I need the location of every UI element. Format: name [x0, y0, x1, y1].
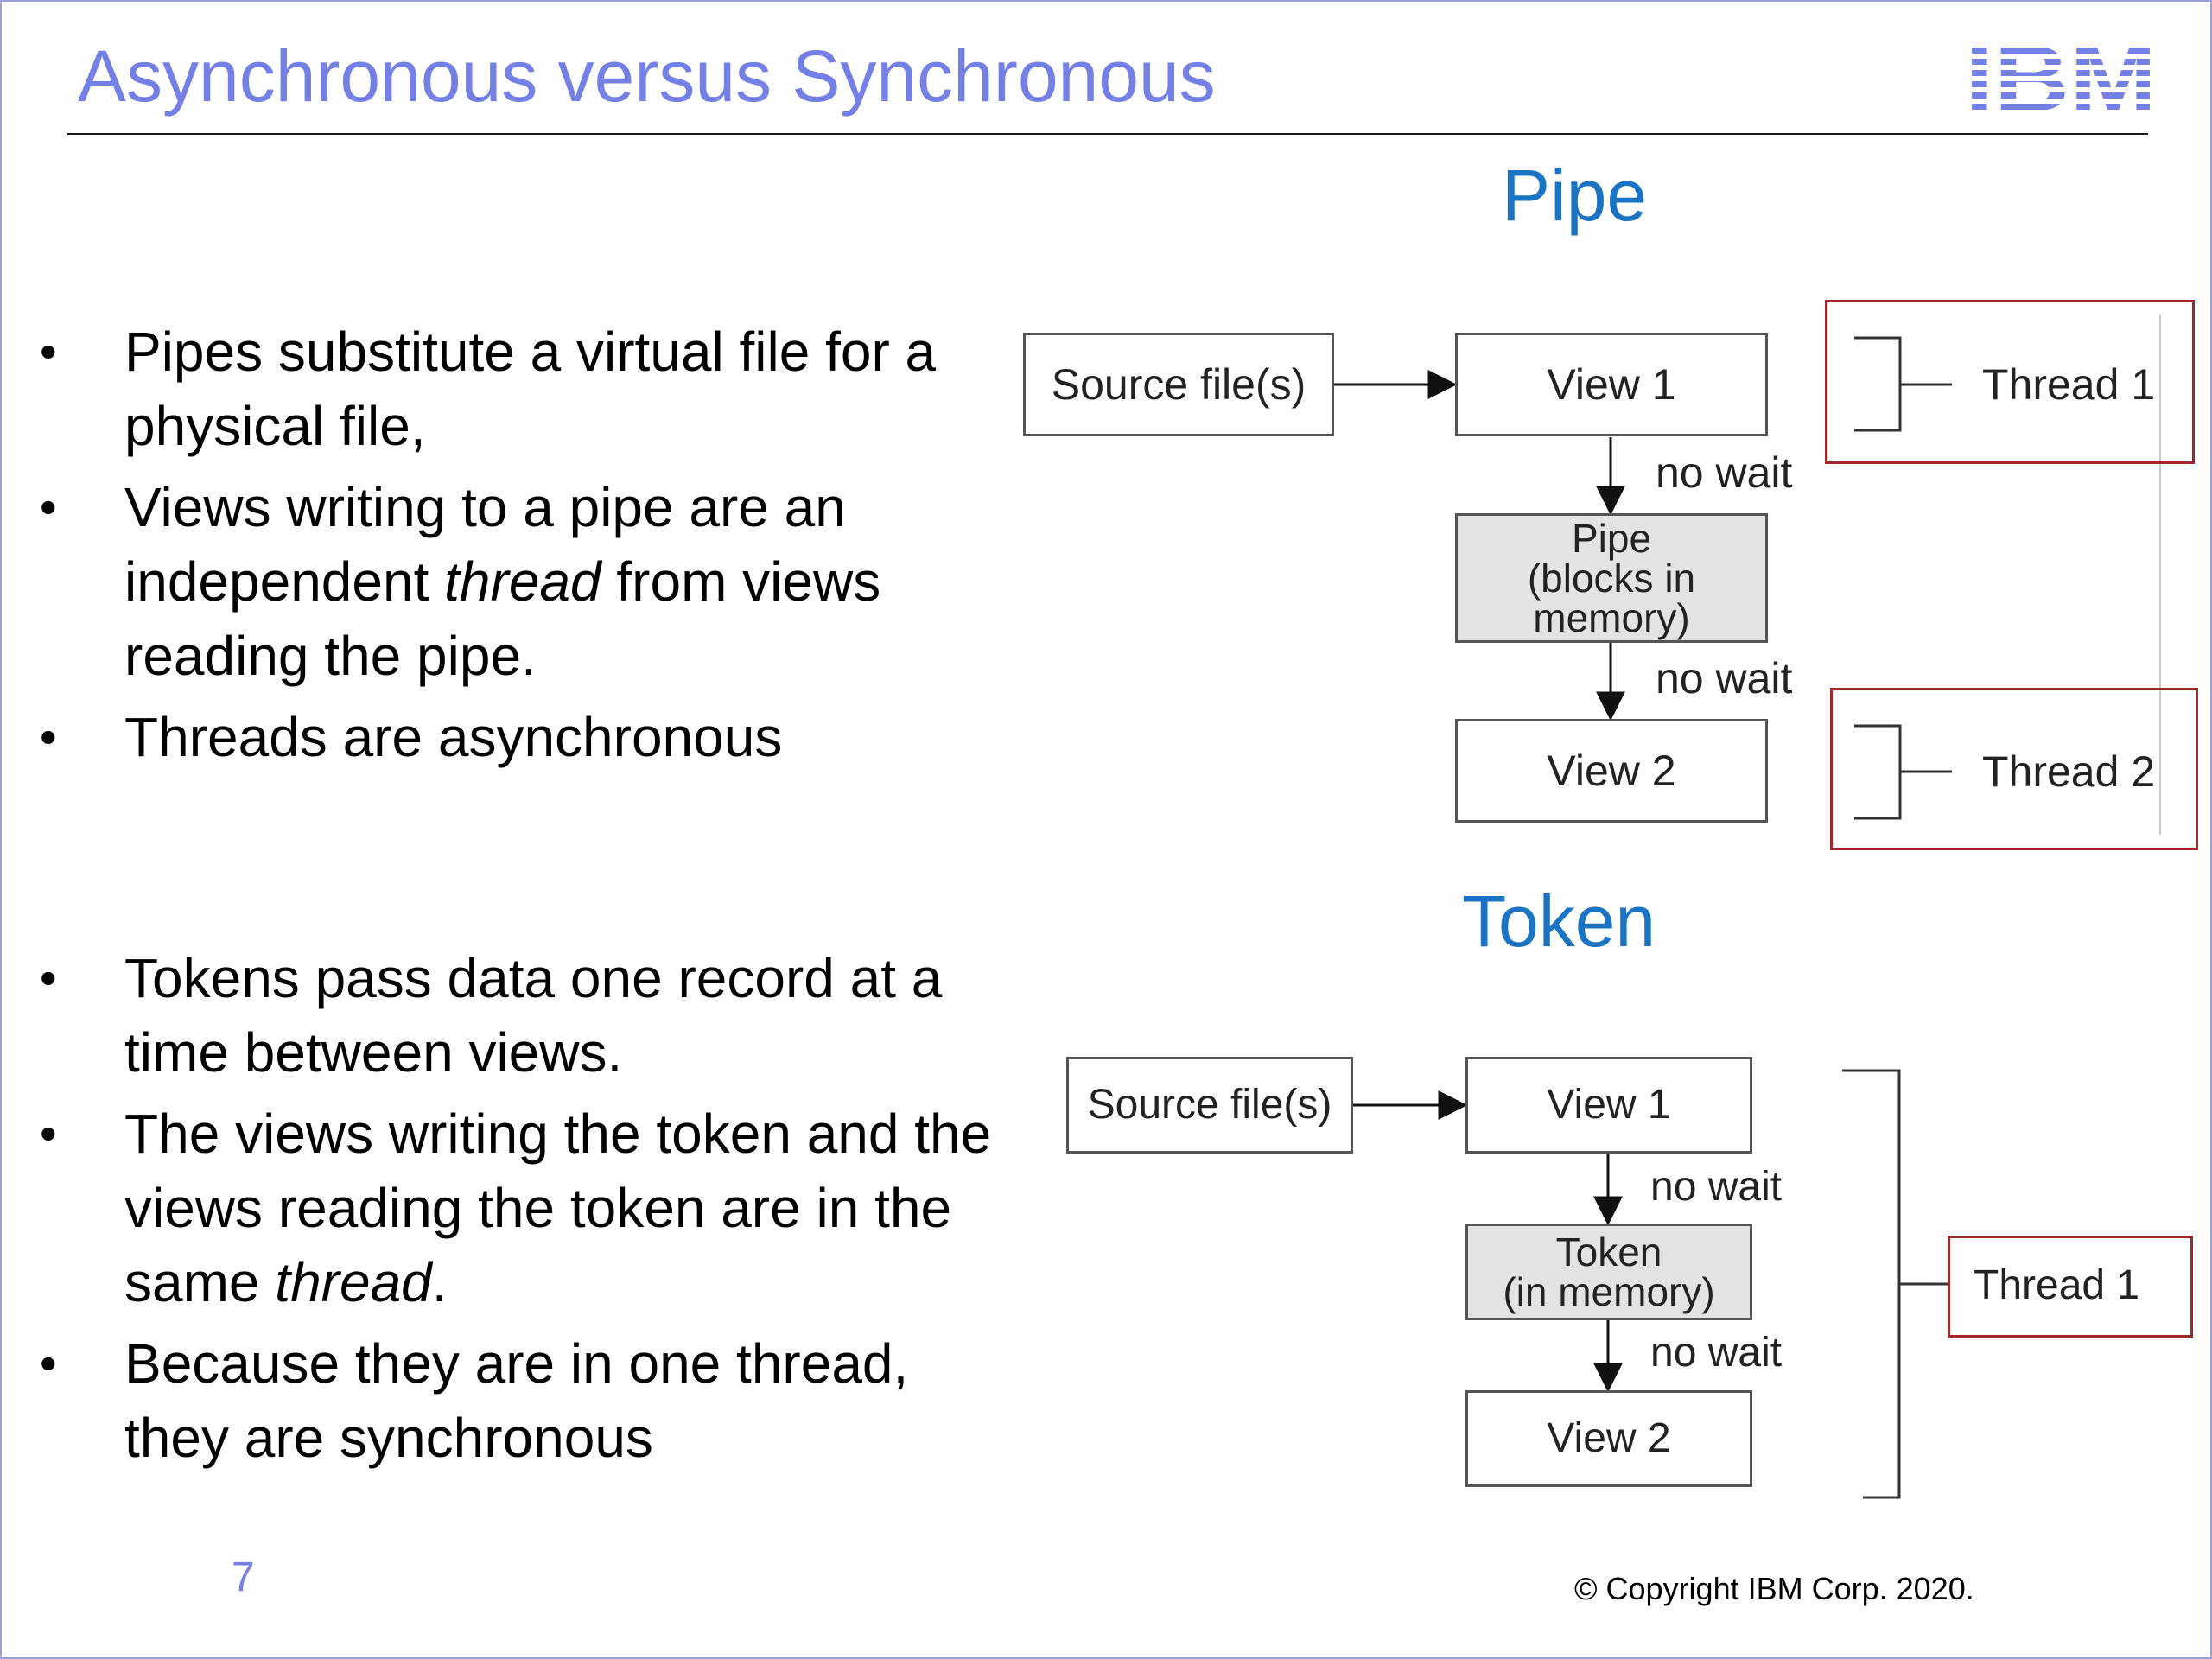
view2-box: View 2 — [1455, 719, 1768, 823]
bullet-item: Threads are asynchronous — [36, 700, 995, 774]
source-files-box: Source file(s) — [1023, 333, 1334, 436]
bullet-item: The views writing the token and the view… — [36, 1096, 995, 1319]
pipe-buffer-box: Pipe (blocks in memory) — [1455, 513, 1768, 643]
bullet-item: Views writing to a pipe are an independe… — [36, 470, 995, 693]
token-thread-highlight-frame — [1948, 1236, 2193, 1338]
token-thread-label: Thread 1 — [1974, 1262, 2140, 1308]
thread2-highlight-frame — [1830, 688, 2198, 850]
token-heading: Token — [1462, 880, 1656, 962]
view1-box: View 1 — [1465, 1057, 1752, 1154]
pipe-heading: Pipe — [1502, 155, 1648, 236]
svg-text:IBM: IBM — [1965, 36, 2157, 119]
bullet-item: Tokens pass data one record at a time be… — [36, 941, 995, 1090]
token-thread-bracket — [1842, 1069, 1948, 1499]
token-buffer-box: Token (in memory) — [1465, 1224, 1752, 1320]
view2-box: View 2 — [1465, 1390, 1752, 1487]
thread1-label: Thread 1 — [1982, 360, 2156, 409]
copyright-notice: © Copyright IBM Corp. 2020. — [1574, 1571, 1974, 1606]
no-wait-label: no wait — [1650, 1330, 1783, 1376]
thread1-bracket — [1854, 336, 1952, 432]
slide-title: Asynchronous versus Synchronous — [78, 35, 1216, 117]
no-wait-label: no wait — [1656, 448, 1793, 497]
page-number: 7 — [232, 1554, 255, 1600]
view1-box: View 1 — [1455, 333, 1768, 436]
token-bullet-list: Tokens pass data one record at a time be… — [36, 941, 995, 1482]
thread1-highlight-frame — [1825, 300, 2195, 464]
thread2-bracket — [1854, 724, 1952, 820]
ibm-logo: IBM — [1965, 36, 2157, 119]
no-wait-label: no wait — [1656, 654, 1793, 702]
pipe-bullet-list: Pipes substitute a virtual file for a ph… — [36, 315, 995, 781]
bullet-item: Because they are in one thread, they are… — [36, 1326, 995, 1475]
source-files-box: Source file(s) — [1066, 1057, 1353, 1154]
bullet-item: Pipes substitute a virtual file for a ph… — [36, 315, 995, 463]
no-wait-label: no wait — [1650, 1164, 1783, 1210]
thread2-label: Thread 2 — [1982, 747, 2156, 796]
title-divider — [67, 133, 2148, 135]
